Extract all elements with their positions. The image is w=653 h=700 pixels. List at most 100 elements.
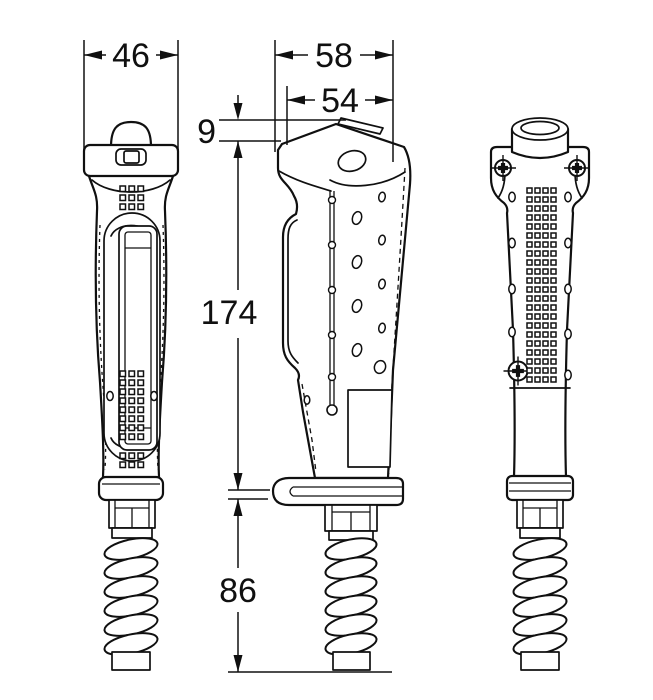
texture-square — [550, 331, 557, 338]
texture-square — [137, 185, 145, 193]
texture-square — [128, 370, 136, 378]
texture-square — [550, 358, 557, 365]
texture-square — [128, 194, 136, 202]
texture-square — [550, 286, 557, 293]
texture-square — [137, 370, 145, 378]
back-collar-bands — [509, 482, 571, 492]
texture-square — [128, 379, 136, 387]
texture-square — [534, 259, 541, 266]
dimension-handle-height: 174 — [201, 141, 270, 491]
texture-square — [119, 370, 127, 378]
texture-square — [526, 322, 533, 329]
front-grid-mid — [119, 370, 145, 441]
texture-square — [526, 295, 533, 302]
texture-square — [542, 349, 549, 356]
side-seam-bosses — [326, 195, 338, 416]
back-gland-lines — [522, 500, 558, 528]
texture-square — [542, 367, 549, 374]
texture-square — [119, 203, 127, 211]
texture-square — [128, 397, 136, 405]
texture-square — [526, 196, 533, 203]
texture-square — [550, 277, 557, 284]
texture-square — [137, 415, 145, 423]
grip-dot — [508, 237, 516, 249]
texture-square — [137, 397, 145, 405]
seam-boss — [327, 195, 337, 205]
grip-dot — [106, 390, 114, 402]
screw-cross-thick — [498, 163, 508, 173]
texture-square — [119, 388, 127, 396]
texture-square — [550, 259, 557, 266]
texture-square — [550, 313, 557, 320]
texture-square — [542, 196, 549, 203]
texture-square — [534, 286, 541, 293]
texture-square — [534, 250, 541, 257]
texture-square — [137, 452, 145, 460]
texture-square — [526, 205, 533, 212]
texture-square — [534, 304, 541, 311]
grip-dot — [564, 191, 572, 203]
texture-square — [119, 424, 127, 432]
texture-square — [137, 203, 145, 211]
dim-label-front-width: 46 — [112, 37, 150, 75]
texture-square — [526, 376, 533, 383]
texture-square — [534, 223, 541, 230]
texture-square — [128, 424, 136, 432]
texture-square — [550, 322, 557, 329]
texture-square — [526, 331, 533, 338]
grip-dot — [564, 328, 572, 340]
texture-square — [128, 415, 136, 423]
back-grid-main — [526, 187, 557, 383]
dimension-side-top-width: 54 — [286, 82, 393, 145]
front-grid-upper — [119, 185, 145, 211]
texture-square — [542, 268, 549, 275]
texture-square — [550, 250, 557, 257]
dimension-side-width: 58 — [274, 37, 394, 162]
texture-square — [526, 304, 533, 311]
texture-square — [550, 223, 557, 230]
arrow-left-icon — [84, 50, 102, 60]
back-collar — [505, 474, 575, 502]
grip-dot — [508, 191, 516, 203]
texture-square — [542, 232, 549, 239]
texture-square — [534, 187, 541, 194]
texture-square — [526, 187, 533, 194]
texture-square — [128, 452, 136, 460]
side-trigger-inner-line — [287, 219, 299, 364]
texture-square — [542, 241, 549, 248]
texture-square — [534, 232, 541, 239]
dim-label-side-top-width: 54 — [321, 82, 359, 120]
texture-square — [526, 259, 533, 266]
texture-square — [119, 406, 127, 414]
front-left-grip-texture — [98, 224, 107, 471]
texture-square — [534, 349, 541, 356]
texture-square — [542, 331, 549, 338]
texture-square — [542, 358, 549, 365]
grip-dot — [373, 359, 387, 375]
texture-square — [137, 433, 145, 441]
texture-square — [550, 376, 557, 383]
texture-square — [550, 241, 557, 248]
dimension-head-height: 9 — [197, 95, 346, 151]
front-cable-end — [111, 651, 151, 671]
texture-square — [534, 340, 541, 347]
texture-square — [550, 187, 557, 194]
texture-square — [128, 185, 136, 193]
texture-square — [128, 461, 136, 469]
texture-square — [550, 340, 557, 347]
grip-dot — [564, 237, 572, 249]
seam-boss — [327, 372, 337, 382]
screw-cross-thick — [572, 163, 582, 173]
texture-square — [526, 250, 533, 257]
grip-dot — [351, 298, 363, 314]
arrow-right-icon — [160, 50, 178, 60]
grip-dot — [377, 191, 387, 203]
grip-dot — [377, 322, 387, 334]
back-gland-cap — [519, 527, 561, 539]
texture-square — [534, 322, 541, 329]
front-top-dome — [109, 120, 153, 149]
front-dots — [106, 390, 158, 402]
texture-square — [534, 313, 541, 320]
texture-square — [137, 424, 145, 432]
